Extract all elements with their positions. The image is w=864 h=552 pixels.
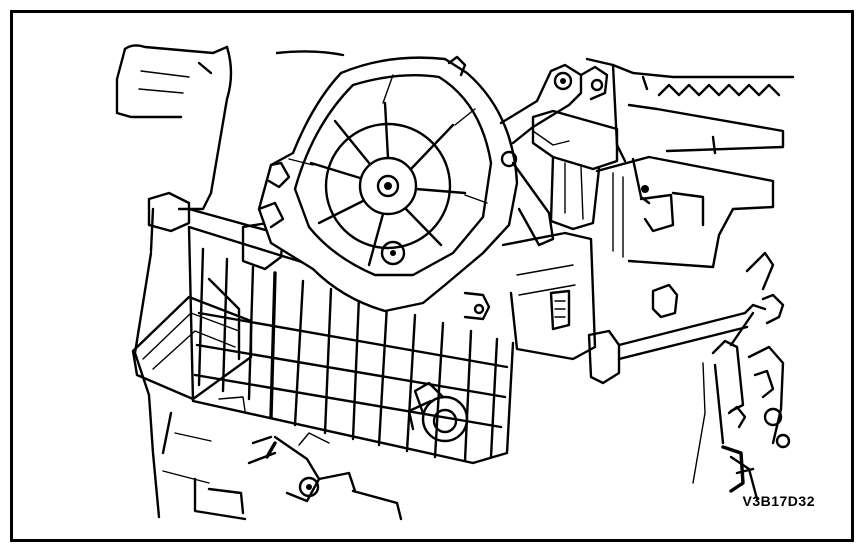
hvac-blower-assembly-drawing [115, 44, 795, 521]
door-actuator-lever [692, 345, 791, 501]
blower-housing [133, 50, 345, 521]
left-air-duct [115, 44, 233, 211]
figure-code: V3B17D32 [742, 493, 815, 509]
right-ductwork [531, 57, 795, 231]
blower-motor-wheel [257, 55, 519, 313]
diagram-frame: V3B17D32 [10, 10, 854, 542]
lower-linkage [265, 432, 403, 521]
lower-right-bracket [587, 251, 785, 445]
drain-fitting [407, 381, 469, 443]
control-module [463, 155, 775, 361]
actuator-linkage [499, 63, 609, 247]
left-tray [131, 295, 253, 401]
